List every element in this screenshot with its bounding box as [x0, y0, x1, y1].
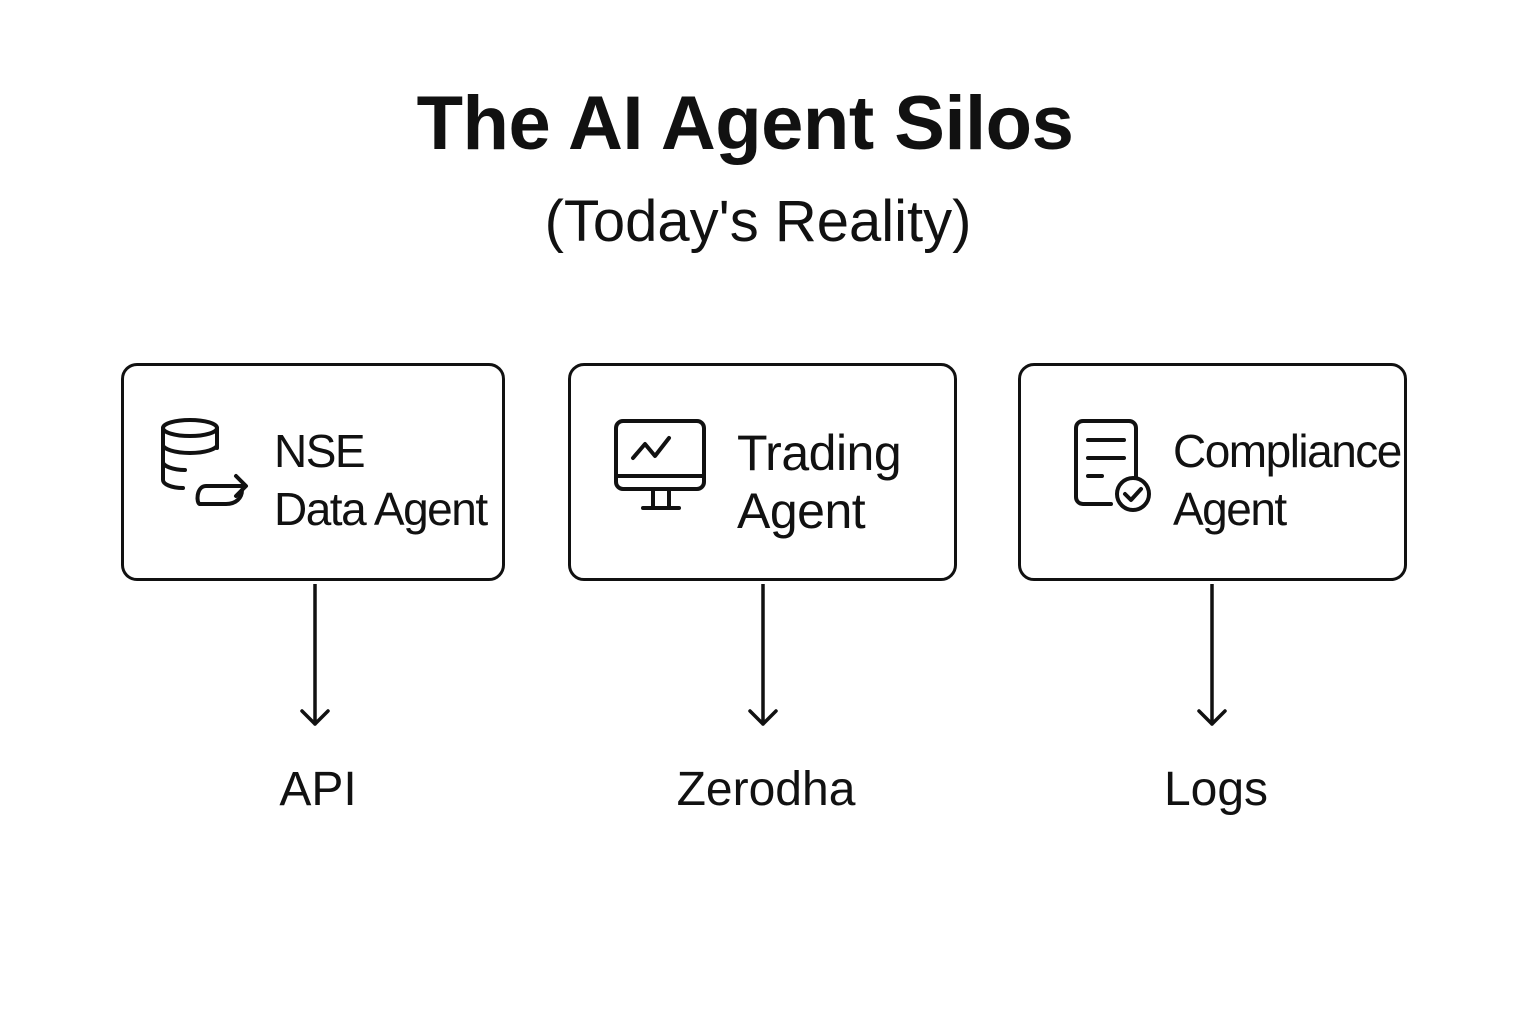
arrow-down-icon [300, 584, 330, 726]
output-label-logs: Logs [1163, 763, 1269, 816]
agent-name-line1: NSE [274, 425, 366, 477]
diagram-title: The AI Agent Silos [416, 81, 1074, 166]
arrow-down-icon [1197, 584, 1227, 726]
database-sync-icon [161, 418, 248, 506]
diagram-subtitle: (Today's Reality) [544, 189, 972, 254]
agent-name-line1: Compliance [1173, 425, 1402, 477]
nse-data-agent-box: NSE Data Agent [121, 363, 505, 581]
document-check-icon [1074, 419, 1151, 512]
monitor-chart-icon [614, 419, 706, 510]
agent-name-line2: Agent [1173, 483, 1287, 535]
output-label-zerodha: Zerodha [676, 763, 856, 816]
agent-name-line2: Data Agent [274, 483, 488, 535]
agent-name-line2: Agent [737, 483, 866, 539]
output-label-api: API [279, 763, 357, 816]
arrow-down-icon [748, 584, 778, 726]
trading-agent-box: Trading Agent [568, 363, 957, 581]
compliance-agent-box: Compliance Agent [1018, 363, 1407, 581]
agent-name-line1: Trading [737, 425, 902, 481]
